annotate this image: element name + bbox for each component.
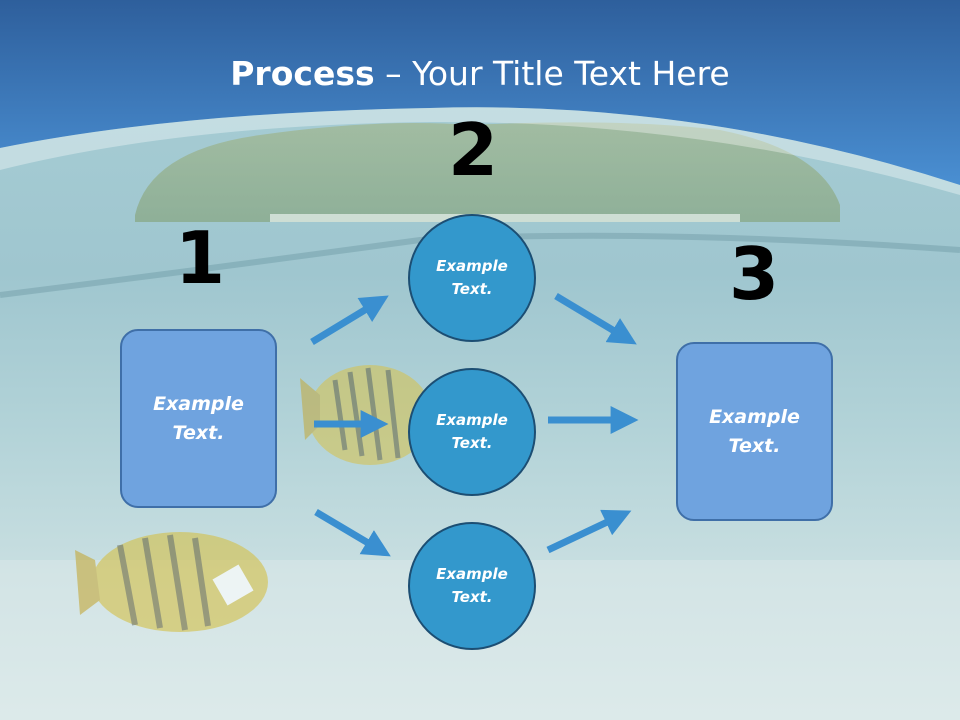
circle-mid-line-2: Text. <box>451 434 493 452</box>
box-1-line-2: Text. <box>172 421 225 444</box>
beach-line <box>270 214 740 222</box>
step-3-box[interactable]: Example Text. <box>676 342 833 521</box>
fish-2 <box>75 532 268 632</box>
step-2-circle-middle[interactable]: Example Text. <box>408 368 536 496</box>
arrow-circle-bottom-to-box3 <box>546 509 632 554</box>
arrow-box1-to-circle-bottom <box>314 508 391 557</box>
circle-top-line-2: Text. <box>451 280 493 298</box>
island-shape <box>135 122 840 222</box>
circle-bottom-line-2: Text. <box>451 588 493 606</box>
box-3-line-2: Text. <box>728 434 781 457</box>
circle-bottom-line-1: Example <box>436 565 508 583</box>
circle-mid-line-1: Example <box>436 411 508 429</box>
slide-title: Process – Your Title Text Here <box>0 54 960 94</box>
step-1-box[interactable]: Example Text. <box>120 329 277 508</box>
arrow-box1-to-circle-top <box>310 295 389 345</box>
circle-top-line-1: Example <box>436 257 508 275</box>
box-1-line-1: Example <box>153 392 244 415</box>
arrow-circle-top-to-box3 <box>554 292 637 345</box>
title-bold: Process <box>230 54 375 93</box>
step-number-1: 1 <box>174 216 226 300</box>
step-2-circle-bottom[interactable]: Example Text. <box>408 522 536 650</box>
box-3-line-1: Example <box>709 405 800 428</box>
sky-header <box>0 0 960 185</box>
step-number-2: 2 <box>447 108 499 192</box>
header-highlight <box>0 107 960 195</box>
title-rest: – Your Title Text Here <box>374 54 730 93</box>
step-number-3: 3 <box>728 232 780 316</box>
step-2-circle-top[interactable]: Example Text. <box>408 214 536 342</box>
